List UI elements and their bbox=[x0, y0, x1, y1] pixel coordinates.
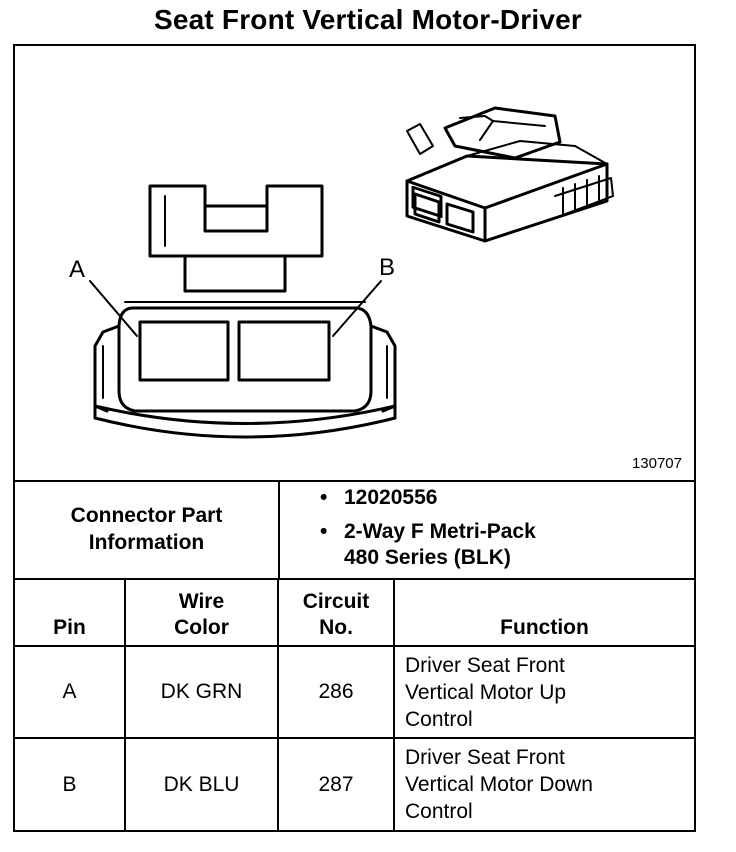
figure-id: 130707 bbox=[631, 455, 682, 472]
connector-info-heading-line1: Connector Part bbox=[70, 504, 223, 527]
wire-color-cell: DK BLU bbox=[124, 737, 279, 830]
bullet-icon: • bbox=[320, 520, 328, 543]
connector-info-heading: Connector Part Information bbox=[15, 480, 280, 578]
connector-info-heading-line2: Information bbox=[88, 531, 205, 554]
connector-type: 2-Way F Metri-Pack bbox=[344, 520, 536, 543]
header-pin: Pin bbox=[15, 578, 126, 647]
front-view-connector bbox=[89, 184, 397, 439]
pin-label-a: A bbox=[69, 256, 86, 283]
isometric-connector bbox=[405, 106, 614, 243]
connector-sheet: A B 130707 Connector Part Information • … bbox=[13, 44, 696, 832]
circuit-cell: 286 bbox=[277, 645, 395, 739]
circuit-cell: 287 bbox=[277, 737, 395, 830]
wire-color-cell: DK GRN bbox=[124, 645, 279, 739]
part-number: 12020556 bbox=[344, 486, 438, 509]
connector-figure: A B 130707 bbox=[15, 46, 694, 482]
connector-series: 480 Series (BLK) bbox=[344, 546, 511, 569]
bullet-icon: • bbox=[320, 486, 328, 509]
connector-info-list: • 12020556 • 2-Way F Metri-Pack 480 Seri… bbox=[280, 480, 694, 578]
pin-label-b: B bbox=[379, 254, 396, 281]
page-title: Seat Front Vertical Motor-Driver bbox=[153, 4, 583, 35]
pin-cell: A bbox=[15, 645, 126, 739]
pin-cell: B bbox=[15, 737, 126, 830]
connector-drawing bbox=[89, 106, 614, 439]
header-function: Function bbox=[393, 578, 694, 647]
connector-part-information: Connector Part Information • 12020556 • … bbox=[15, 480, 694, 580]
